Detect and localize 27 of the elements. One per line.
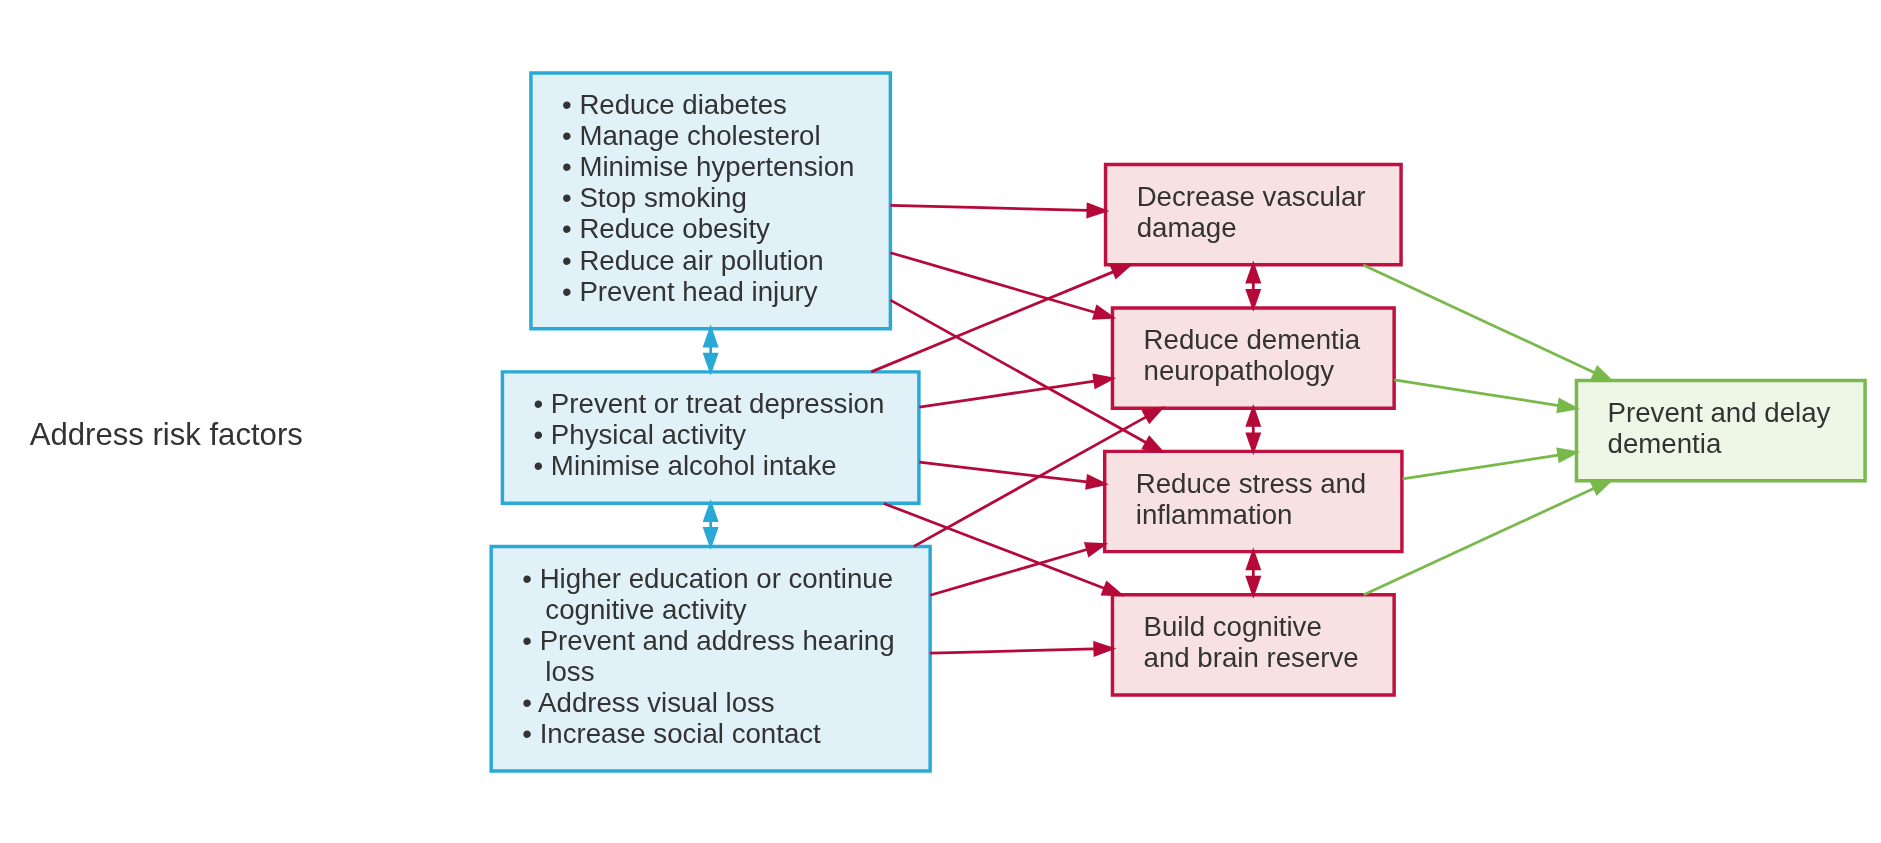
node-box: Prevent and delay dementia — [1574, 378, 1867, 482]
arrow — [1394, 377, 1581, 413]
node-box: Reduce dementia neuropathology — [1110, 305, 1396, 410]
label: Address risk factors — [29, 416, 303, 452]
arrow — [1245, 260, 1262, 312]
arrow — [890, 250, 1117, 320]
arrow — [929, 541, 1109, 597]
arrow — [913, 405, 1166, 548]
arrow — [1245, 403, 1262, 455]
arrow — [1402, 446, 1581, 480]
arrow — [890, 201, 1110, 218]
node-box: Build cognitive and brain reserve — [1110, 592, 1396, 697]
arrow — [1245, 546, 1262, 599]
arrow — [702, 498, 719, 550]
arrow — [702, 324, 719, 376]
arrow — [870, 262, 1134, 373]
arrow — [1362, 263, 1615, 382]
arrow — [919, 372, 1117, 408]
node-box: • Reduce diabetes • Manage cholesterol • Minimise hypertension • Stop smoking • Reduce obesity • Reduce air pollution • Prevent head injury — [529, 70, 893, 330]
node-box: • Higher education or continue cognitive activity • Prevent and address hearing loss • Address visual loss • Increase social contact — [489, 544, 932, 773]
arrow — [883, 501, 1125, 596]
arrow — [889, 298, 1166, 453]
arrow — [919, 460, 1109, 490]
node-box: • Prevent or treat depression • Physical activity • Minimise alcohol intake — [500, 369, 921, 505]
node-box: Reduce stress and inflammation — [1102, 449, 1404, 553]
node-box: Decrease vascular damage — [1103, 162, 1403, 266]
arrow — [930, 640, 1117, 657]
